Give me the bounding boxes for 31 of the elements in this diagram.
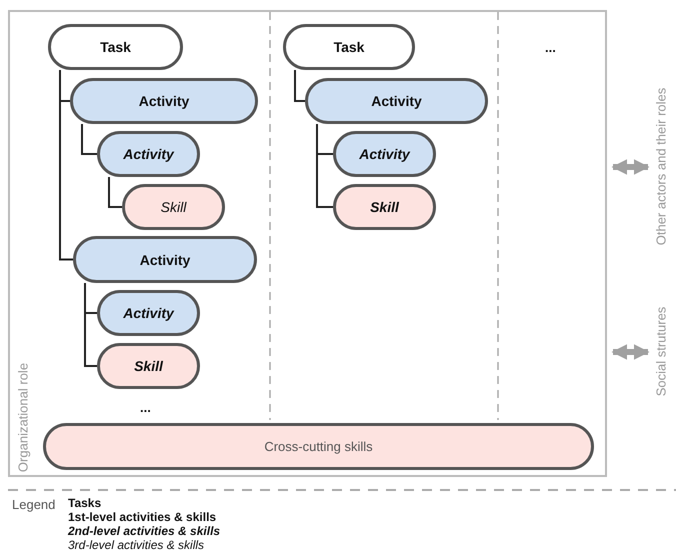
context-label: Social strutures	[654, 262, 668, 442]
task-pill: Task	[283, 24, 415, 70]
activity-pill: Activity	[97, 290, 200, 336]
skill-pill: Skill	[333, 184, 436, 230]
double-arrow	[611, 344, 650, 360]
activity-pill: Activity	[97, 131, 200, 177]
ellipsis: ...	[140, 400, 151, 415]
activity-pill: Activity	[305, 78, 488, 124]
skill-pill: Skill	[122, 184, 225, 230]
activity-pill: Activity	[333, 131, 436, 177]
connector-line	[294, 70, 305, 102]
skill-pill: Cross-cutting skills	[43, 423, 594, 470]
legend-heading: Legend	[12, 497, 56, 512]
legend-entry: Tasks	[68, 496, 102, 510]
context-label: Other actors and their roles	[654, 76, 668, 256]
connector-line	[84, 283, 97, 367]
frame-label: Organizational role	[16, 362, 30, 474]
activity-pill: Activity	[70, 78, 258, 124]
task-pill: Task	[48, 24, 183, 70]
connector-line	[316, 124, 333, 208]
connector-line	[108, 177, 122, 208]
connector-line	[81, 124, 97, 155]
connector-line	[59, 70, 73, 260]
legend-entry: 3rd-level activities & skills	[68, 538, 204, 552]
skill-pill: Skill	[97, 343, 200, 389]
activity-pill: Activity	[73, 236, 257, 283]
ellipsis: ...	[545, 40, 556, 55]
role-frame	[8, 10, 607, 477]
double-arrow	[611, 159, 650, 175]
legend-entry: 2nd-level activities & skills	[68, 524, 220, 538]
legend-entry: 1st-level activities & skills	[68, 510, 216, 524]
